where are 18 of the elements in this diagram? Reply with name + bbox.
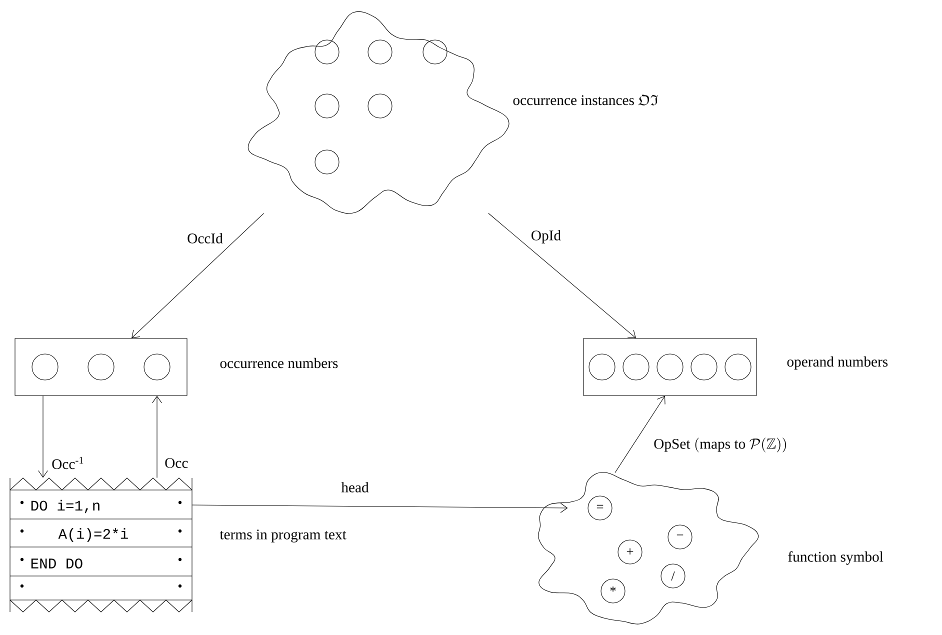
node-caption: terms in program text (220, 530, 346, 542)
edge-label: OccId (186, 232, 224, 245)
arrow (38, 396, 48, 478)
arrow (614, 396, 666, 473)
edge-label: Occ (163, 456, 190, 470)
node-caption: operand numbers (787, 356, 888, 370)
arrow (152, 396, 162, 478)
node-caption: function symbol (788, 551, 884, 565)
node-caption: occurrence numbers (220, 358, 338, 368)
edge-label: $\mathrm{OpSet}\ (\mathrm{maps\ to}\ \mathcal{P}(\mathbb{Z}))$ (652, 436, 789, 454)
edge-label: OpId (530, 228, 562, 245)
arrow (488, 213, 636, 338)
program-text-box: DO i=1,n A(i)=2*i END DO (10, 478, 192, 612)
node-caption: $\text{occurrence instances }\mathfrak{OI}$ (513, 94, 658, 106)
arrow (192, 503, 568, 513)
edge-label: Occ$^{-1}$ (50, 456, 86, 470)
edge-label: head (340, 480, 370, 494)
arrow (132, 213, 264, 338)
